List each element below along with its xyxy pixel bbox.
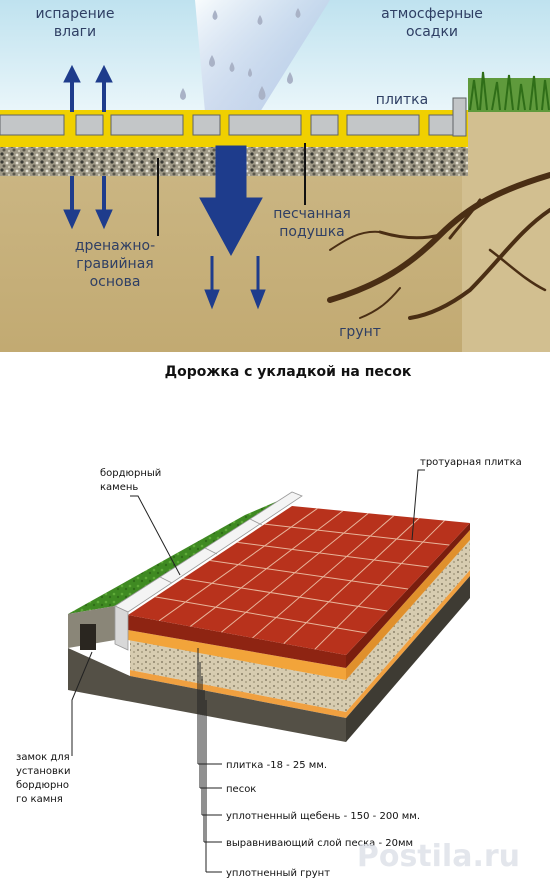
tile-edge-side bbox=[346, 523, 470, 668]
tile-row bbox=[0, 97, 467, 137]
curb-label: бордюрный bbox=[100, 468, 161, 479]
curb-lock-label: го камня bbox=[16, 794, 63, 805]
raindrop-icon bbox=[209, 55, 215, 67]
sand-cushion-layer bbox=[0, 136, 468, 147]
tile-grid-line bbox=[182, 578, 388, 612]
layer-label-tile: плитка -18 - 25 мм. bbox=[226, 760, 327, 771]
tile-block bbox=[75, 114, 104, 136]
tile-block bbox=[228, 114, 302, 136]
tree-roots bbox=[327, 172, 550, 320]
sand-cushion-label: подушка bbox=[279, 224, 345, 240]
tile-block bbox=[346, 114, 420, 136]
sand-layer-front bbox=[128, 630, 346, 680]
drain-arrows bbox=[199, 145, 266, 310]
evaporation-label: влаги bbox=[54, 24, 96, 40]
raindrop-icon bbox=[212, 10, 218, 20]
gravel-layer-side bbox=[346, 540, 470, 712]
raindrop-icon bbox=[180, 88, 186, 100]
curb-stone-front bbox=[114, 605, 129, 651]
drainage-base-label: дренажно- bbox=[75, 238, 155, 254]
soil-label: грунт bbox=[339, 324, 381, 340]
layer-label-gravel: уплотненный щебень - 150 - 200 мм. bbox=[226, 811, 420, 822]
layer-label-soil: уплотненный грунт bbox=[226, 868, 330, 879]
down-arrow-icon bbox=[250, 289, 266, 310]
up-arrow-icon bbox=[95, 64, 113, 83]
curb-joints bbox=[159, 518, 263, 584]
raindrops bbox=[180, 8, 301, 100]
down-arrow-icon bbox=[95, 209, 113, 230]
tile-grid-line bbox=[155, 596, 367, 634]
paving-leader-line bbox=[411, 469, 425, 541]
tile-block bbox=[428, 114, 457, 136]
drainage-base-label: гравийная bbox=[76, 256, 153, 272]
tile-label: плитка bbox=[376, 92, 428, 108]
grass-strip bbox=[68, 500, 280, 614]
paving-surface bbox=[128, 506, 470, 655]
curb-lock bbox=[80, 624, 96, 650]
curb-lock-label: установки bbox=[16, 766, 70, 777]
down-arrow-icon bbox=[204, 289, 220, 310]
tile-grid-line bbox=[209, 560, 409, 590]
precipitation-label: осадки bbox=[406, 24, 458, 40]
layer-label-sand: песок bbox=[226, 784, 256, 795]
bottom-title: Дорожка с укладкой на песок bbox=[165, 364, 412, 380]
curb-lock-label: замок для bbox=[16, 752, 70, 763]
down-arrow-icon bbox=[63, 209, 81, 230]
raindrop-icon bbox=[295, 8, 301, 18]
curb-label: камень bbox=[100, 482, 138, 493]
tile-block bbox=[310, 114, 339, 136]
tile-grid bbox=[155, 508, 450, 650]
lock-leader-line bbox=[71, 651, 93, 756]
bottom-leader-lines bbox=[71, 469, 425, 873]
layer-label-leveling-sand: выравнивающий слой песка - 20мм bbox=[226, 838, 413, 849]
raindrop-icon bbox=[248, 68, 252, 77]
bottom-panel: Дорожка с укладкой на песок bbox=[0, 352, 550, 887]
tile-grid-line bbox=[264, 523, 450, 546]
raindrop-icon bbox=[257, 15, 263, 25]
evaporation-arrows bbox=[63, 64, 113, 230]
watermark: Postila.ru bbox=[357, 839, 520, 874]
curb-lock-label: бордюрно bbox=[16, 780, 69, 791]
gravel-layer-front bbox=[130, 640, 346, 712]
sand-cushion-label: песчанная bbox=[273, 206, 351, 222]
top-panel: испарение влаги атмосферные осадки плитк… bbox=[0, 0, 550, 352]
big-down-arrow-icon bbox=[199, 145, 263, 257]
curb-stone bbox=[452, 97, 467, 137]
curb-leader-line bbox=[130, 495, 181, 576]
tile-grid-line bbox=[237, 541, 429, 568]
leveling-sand-front bbox=[130, 670, 346, 718]
tile-block bbox=[110, 114, 184, 136]
tile-block bbox=[0, 114, 65, 136]
side-soil bbox=[462, 112, 550, 352]
tile-block bbox=[192, 114, 221, 136]
compacted-soil-front bbox=[68, 648, 346, 742]
evaporation-label: испарение bbox=[36, 6, 115, 22]
rain-light-beam bbox=[195, 0, 330, 112]
sand-layer-side bbox=[346, 530, 470, 680]
leveling-sand-side bbox=[346, 570, 470, 718]
raindrop-icon bbox=[287, 72, 293, 84]
precipitation-label: атмосферные bbox=[381, 6, 483, 22]
raindrop-icon bbox=[229, 62, 235, 72]
raindrop-icon bbox=[258, 86, 266, 100]
tile-edge-front bbox=[128, 615, 346, 668]
up-arrow-icon bbox=[63, 64, 81, 83]
drainage-base-label: основа bbox=[90, 274, 141, 290]
grass-tuft bbox=[468, 71, 550, 112]
paving-tile-label: тротуарная плитка bbox=[420, 457, 522, 468]
compacted-soil-side bbox=[346, 576, 470, 742]
